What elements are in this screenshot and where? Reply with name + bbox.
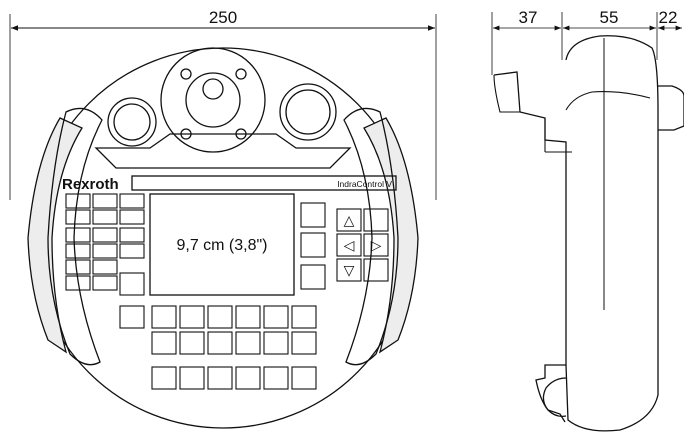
product-name: IndraControl V: [337, 179, 392, 189]
left-keypad: [65, 193, 145, 296]
key[interactable]: [92, 275, 118, 291]
key[interactable]: [92, 259, 118, 275]
side-view: 37 55 22: [491, 8, 684, 432]
key[interactable]: [65, 275, 91, 291]
brand-logo: Rexroth: [62, 176, 119, 193]
key[interactable]: [179, 305, 205, 329]
key[interactable]: [65, 193, 91, 209]
left-grip: [27, 107, 103, 366]
label-strip: [131, 175, 397, 191]
key[interactable]: [119, 272, 145, 296]
knob-protrusion: [658, 85, 684, 131]
width-dimension-label: 250: [209, 8, 237, 27]
cursor-up-key[interactable]: [336, 208, 362, 232]
display: [149, 193, 295, 296]
main-body: [565, 35, 659, 432]
key[interactable]: [119, 193, 145, 209]
key[interactable]: [65, 243, 91, 259]
key[interactable]: [119, 209, 145, 225]
key[interactable]: [92, 243, 118, 259]
key[interactable]: [263, 305, 289, 329]
key[interactable]: [291, 366, 317, 390]
key[interactable]: [119, 227, 145, 243]
key[interactable]: [65, 209, 91, 225]
arrow-down-icon: ▽: [344, 263, 355, 279]
key[interactable]: [92, 227, 118, 243]
right-grip: [343, 107, 419, 366]
key[interactable]: [263, 366, 289, 390]
display-label: 9,7 cm (3,8"): [176, 237, 267, 254]
cursor-left-key[interactable]: [336, 233, 362, 257]
key[interactable]: [151, 366, 177, 390]
blank-key[interactable]: [363, 208, 389, 232]
key[interactable]: [92, 193, 118, 209]
key[interactable]: [291, 305, 317, 329]
key[interactable]: [119, 305, 145, 329]
key[interactable]: [207, 331, 233, 355]
key[interactable]: [291, 331, 317, 355]
key[interactable]: [179, 366, 205, 390]
key[interactable]: [235, 305, 261, 329]
right-function-keys: [300, 202, 326, 290]
key-switch-icon: [160, 47, 266, 153]
cursor-keys: △ ◁ ▷ ▽: [336, 208, 389, 282]
depth-right-label: 22: [659, 8, 678, 27]
blank-key[interactable]: [363, 258, 389, 282]
front-view: 250: [9, 8, 437, 429]
key[interactable]: [92, 209, 118, 225]
key[interactable]: [151, 305, 177, 329]
function-key[interactable]: [300, 202, 326, 228]
cursor-right-key[interactable]: [363, 233, 389, 257]
top-bezel: [94, 133, 352, 169]
key[interactable]: [151, 331, 177, 355]
bottom-keypad: [119, 305, 317, 390]
depth-mid-label: 55: [600, 8, 619, 27]
function-key[interactable]: [300, 232, 326, 258]
key[interactable]: [65, 259, 91, 275]
arrow-right-icon: ▷: [371, 238, 382, 254]
key[interactable]: [119, 243, 145, 259]
bottom-bump: [542, 377, 567, 418]
key[interactable]: [235, 331, 261, 355]
back-grip: [493, 71, 567, 423]
left-knob-icon: [107, 97, 157, 147]
key[interactable]: [65, 227, 91, 243]
depth-left-label: 37: [519, 8, 538, 27]
cursor-down-key[interactable]: [336, 258, 362, 282]
arrow-up-icon: △: [344, 213, 355, 229]
function-key[interactable]: [300, 264, 326, 290]
width-dimension: 250: [9, 8, 437, 200]
depth-dimensions: 37 55 22: [491, 8, 682, 75]
key[interactable]: [263, 331, 289, 355]
arrow-left-icon: ◁: [344, 238, 355, 254]
right-knob-icon: [279, 83, 337, 141]
key[interactable]: [235, 366, 261, 390]
key[interactable]: [207, 366, 233, 390]
key[interactable]: [179, 331, 205, 355]
key[interactable]: [207, 305, 233, 329]
